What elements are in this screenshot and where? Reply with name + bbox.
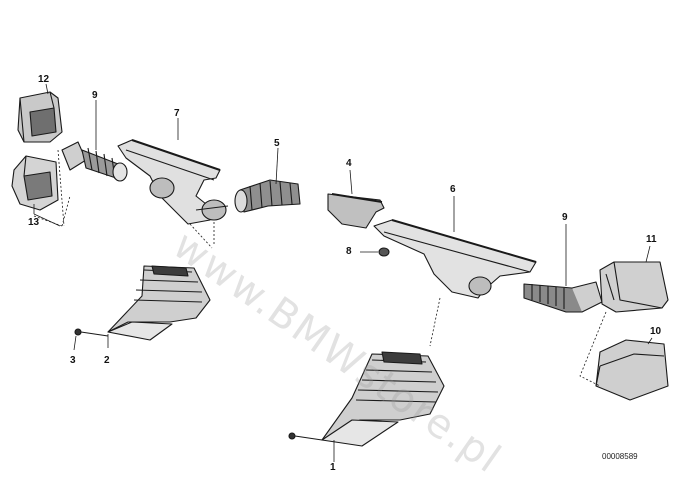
bellows-boot-part-2 xyxy=(107,265,211,341)
callout-7: 7 xyxy=(174,108,180,119)
reference-number: 00008589 xyxy=(602,452,638,461)
callout-9-right: 9 xyxy=(562,212,568,223)
callout-8: 8 xyxy=(346,246,352,257)
callout-1: 1 xyxy=(330,462,336,473)
duct-part-10 xyxy=(595,339,669,401)
callout-6: 6 xyxy=(450,184,456,195)
callout-12: 12 xyxy=(38,74,50,85)
callout-13: 13 xyxy=(28,217,40,228)
callout-9-left: 9 xyxy=(92,90,98,101)
cover-plate-part-4 xyxy=(327,193,385,229)
corrugated-hose-part-9-right xyxy=(523,281,603,313)
duct-elbow-part-13 xyxy=(11,155,59,211)
corrugated-hose-part-9-left xyxy=(61,141,128,182)
leader-lines xyxy=(33,83,653,462)
callout-3: 3 xyxy=(70,355,76,366)
screw-part-3 xyxy=(74,328,109,337)
bellows-boot-part-1 xyxy=(321,351,445,447)
fastener-part-8 xyxy=(378,247,390,257)
callout-11: 11 xyxy=(646,234,657,245)
duct-elbow-part-11 xyxy=(599,261,669,313)
corrugated-hose-part-5 xyxy=(234,179,301,213)
callout-5: 5 xyxy=(274,138,280,149)
screw-part-1-fastener xyxy=(288,432,323,441)
air-channel-part-6 xyxy=(373,219,537,299)
callout-2: 2 xyxy=(104,355,110,366)
callout-4: 4 xyxy=(346,158,352,169)
duct-elbow-part-12 xyxy=(17,91,63,143)
air-channel-part-7 xyxy=(117,139,229,225)
callout-10: 10 xyxy=(650,326,662,337)
